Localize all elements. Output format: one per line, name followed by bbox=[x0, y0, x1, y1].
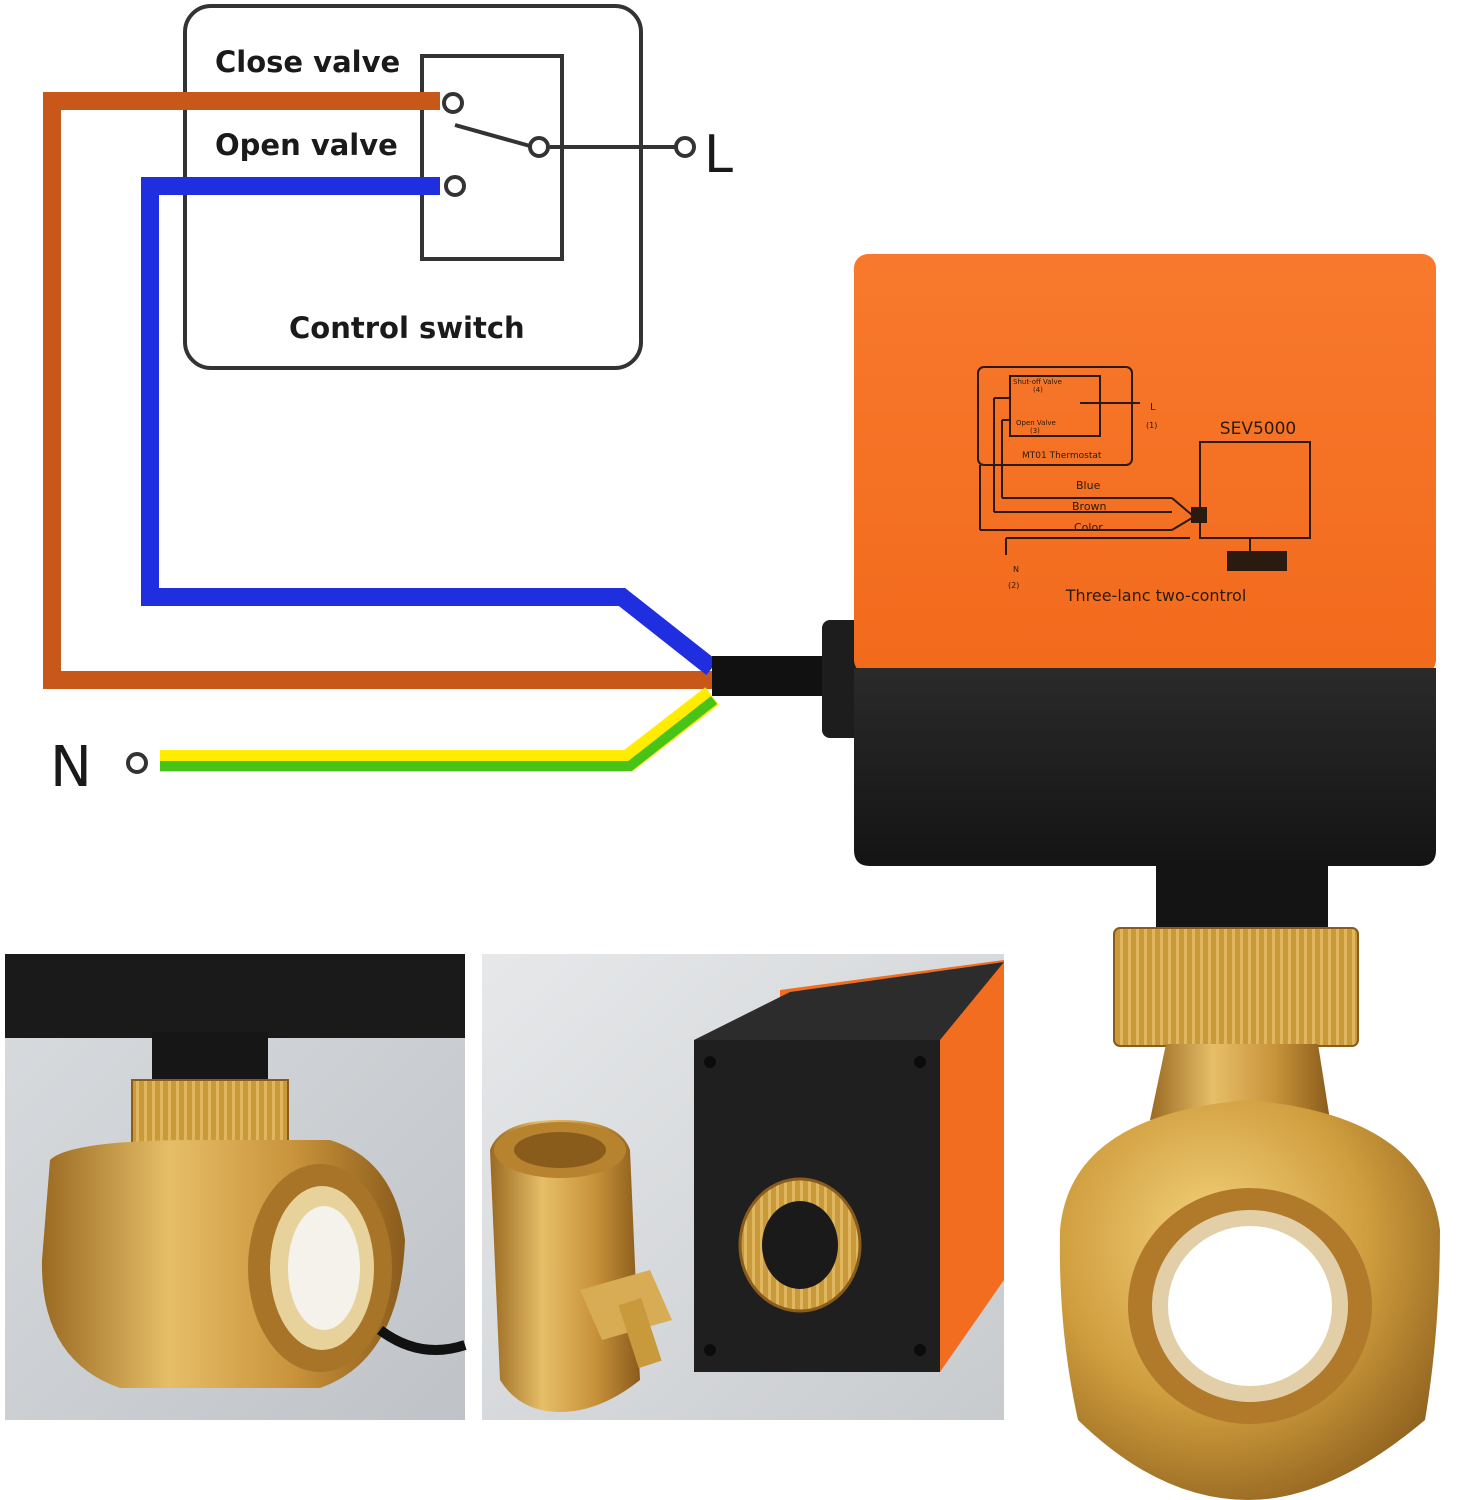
switch-lever bbox=[454, 123, 531, 148]
mini-n-label: N bbox=[1013, 565, 1019, 574]
photo-left-valve bbox=[5, 954, 467, 1420]
mini-l-label: L bbox=[1150, 402, 1156, 413]
mini-wire-blue: Blue bbox=[1076, 479, 1101, 492]
mini-mid-label: Open Valve bbox=[1016, 419, 1056, 427]
neutral-terminal-label: N bbox=[50, 735, 92, 800]
actuator-caption: Three-lanc two-control bbox=[1065, 586, 1247, 605]
photo-left-actuator-base bbox=[5, 954, 465, 1038]
mini-thermostat-label: MT01 Thermostat bbox=[1022, 451, 1102, 461]
actuator-orange-cover bbox=[854, 254, 1436, 674]
neutral-wire-green bbox=[160, 696, 718, 771]
line-terminal bbox=[674, 136, 696, 158]
open-valve-label: Open valve bbox=[215, 128, 398, 162]
mini-wire-brown: Brown bbox=[1072, 500, 1107, 513]
valve-neck bbox=[1150, 1044, 1330, 1120]
printed-mini-diagram bbox=[977, 366, 1311, 571]
common-terminal bbox=[528, 136, 550, 158]
photo-middle-parts bbox=[482, 954, 1004, 1420]
brass-union-nut bbox=[1113, 927, 1359, 1047]
mini-l-num: (1) bbox=[1146, 421, 1157, 430]
close-wire bbox=[43, 92, 712, 689]
neutral-terminal bbox=[126, 752, 148, 774]
actuator-cable bbox=[712, 656, 824, 696]
open-terminal bbox=[444, 175, 466, 197]
cable-gland bbox=[822, 620, 862, 738]
line-terminal-label: L bbox=[704, 125, 733, 185]
actuator-stem bbox=[1156, 866, 1328, 930]
valve-bore-hole bbox=[1168, 1226, 1332, 1386]
neutral-wire-yellow bbox=[160, 687, 719, 772]
mini-wire-color: Color bbox=[1074, 521, 1103, 534]
actuator-model: SEV5000 bbox=[1220, 419, 1296, 439]
mini-n-num: (2) bbox=[1008, 581, 1019, 590]
mini-top-label: Shut-off Valve bbox=[1013, 378, 1062, 386]
wires bbox=[43, 92, 862, 774]
switch-inner-frame bbox=[420, 54, 564, 261]
actuator: SEV5000 Shut-off Valve (4) Open Valve (3… bbox=[854, 254, 1440, 1500]
close-terminal bbox=[442, 92, 464, 114]
open-wire bbox=[141, 177, 718, 676]
control-switch-label: Control switch bbox=[289, 311, 525, 345]
actuator-black-base bbox=[854, 668, 1436, 866]
mini-mid-num: (3) bbox=[1030, 427, 1040, 435]
close-valve-label: Close valve bbox=[215, 45, 400, 79]
mini-top-num: (4) bbox=[1033, 386, 1043, 394]
